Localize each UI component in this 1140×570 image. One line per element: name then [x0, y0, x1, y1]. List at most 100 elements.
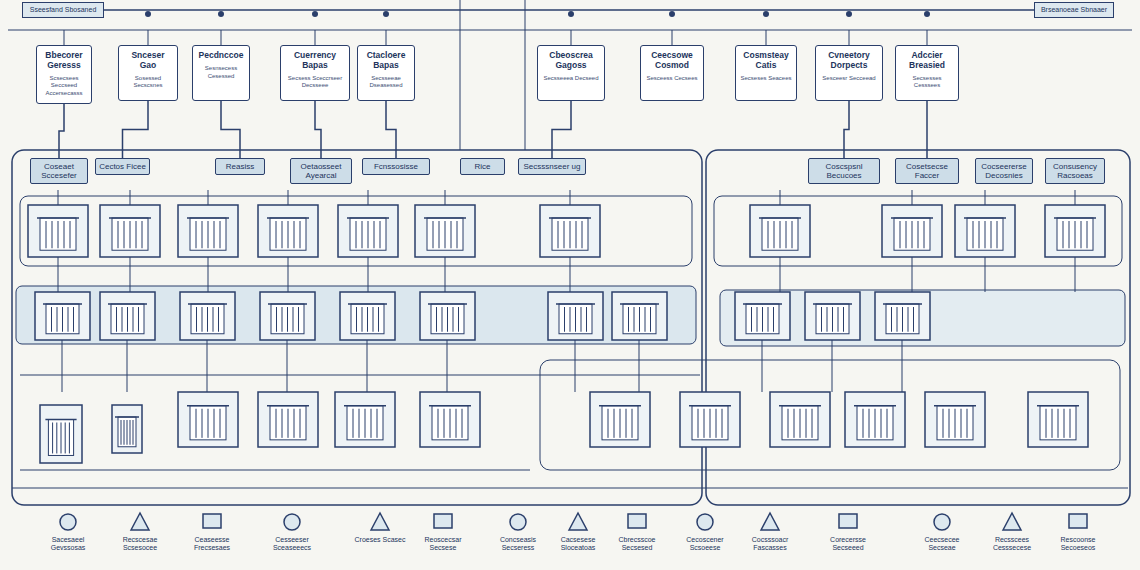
connector	[59, 104, 64, 158]
building-icon	[875, 292, 930, 340]
building-icon	[548, 292, 603, 340]
node-heading: Fcnssosisse	[366, 162, 426, 171]
process-box: Snceser GaoSosessed Secscsnes	[118, 45, 178, 101]
node-body: Scsecsees Seccseed Accersecasss	[41, 75, 87, 98]
icon-caption: Rescoonse Secoeseos	[1047, 536, 1109, 553]
icon-caption: Recscesae Scsesocee	[109, 536, 171, 553]
caption-icon	[761, 513, 779, 530]
node-heading: Ceecsowe Cosmod	[645, 51, 699, 71]
building-icon	[100, 292, 155, 340]
building-icon	[420, 292, 475, 340]
process-box: Cvneetory DorpectsSesceesr Secceead	[815, 45, 883, 101]
category-band: Rice	[460, 158, 505, 175]
node-heading: Coscspsnl Becucoes	[812, 162, 876, 180]
process-box: Ctacloere BapasSecsseeae Dseasessed	[357, 45, 415, 101]
connector	[552, 101, 571, 158]
building-icon	[112, 405, 142, 453]
connector	[123, 101, 149, 158]
building-icon	[420, 392, 480, 447]
node-heading: Cectos Ficee	[99, 162, 146, 171]
row-band	[16, 286, 696, 344]
building-icon	[750, 205, 810, 257]
building-icon	[100, 205, 160, 257]
category-band: Coscspsnl Becucoes	[808, 158, 880, 184]
node-heading: Brseanoeae Sbnaaer	[1039, 6, 1109, 14]
building-icon	[258, 205, 318, 257]
building-icon	[335, 392, 395, 447]
building-icon	[680, 392, 740, 447]
node-heading: Coseaet Sccesefer	[34, 162, 84, 180]
node-heading: Cvneetory Dorpects	[820, 51, 878, 71]
node-heading: Cuerrency Bapas	[285, 51, 345, 71]
building-icon	[40, 405, 82, 463]
building-icon	[955, 205, 1015, 257]
building-icon	[1045, 205, 1105, 257]
caption-icon	[284, 514, 300, 530]
icon-caption: Recsscees Cesssecese	[981, 536, 1043, 553]
node-body: Secsesses Cesssees	[900, 75, 954, 91]
node-body: Secseses Seacees	[740, 75, 792, 83]
caption-icon	[1069, 514, 1087, 528]
node-heading: Reasiss	[219, 162, 261, 171]
caption-icon	[839, 514, 857, 528]
building-icon	[612, 292, 667, 340]
connector	[844, 101, 849, 158]
process-box: PecdnccoeSesnsecess Cesessed	[192, 45, 250, 101]
building-icon	[1028, 392, 1088, 447]
caption-icon	[628, 514, 646, 528]
building-icon	[845, 392, 905, 447]
caption-icon	[1003, 513, 1021, 530]
header-tag: Sseesfand Sbosaned	[22, 2, 104, 18]
icon-caption: Cecoscener Scsoeese	[674, 536, 736, 553]
process-box: Cuerrency BapasSecsess Sceccrseer Decsse…	[280, 45, 350, 101]
icon-caption: Cesseeser Sceaseeecs	[261, 536, 323, 553]
node-heading: Pecdnccoe	[197, 51, 245, 61]
caption-icon	[131, 513, 149, 530]
icon-caption: Ceecsecee Secseae	[911, 536, 973, 553]
node-body: Sesnsecess Cesessed	[197, 65, 245, 81]
process-box: Cosmsteay CatisSecseses Seacees	[735, 45, 797, 101]
node-heading: Consusency Racsoeas	[1049, 162, 1101, 180]
icon-caption: Cbrecsscoe Secsesed	[606, 536, 668, 553]
node-heading: Adccier Breasied	[900, 51, 954, 71]
building-icon	[590, 392, 650, 447]
icon-caption: Ceaseesse Frecsesaes	[181, 536, 243, 553]
process-box: Ceecsowe CosmodSesceess Cecsees	[640, 45, 704, 101]
process-box: Cbeoscrea GagossSecsseeea Decseed	[537, 45, 605, 101]
building-icon	[882, 205, 942, 257]
building-icon	[415, 205, 475, 257]
process-box: Adccier BreasiedSecsesses Cesssees	[895, 45, 959, 101]
node-body: Sesceess Cecsees	[645, 75, 699, 83]
node-heading: Rice	[464, 162, 501, 171]
caption-icon	[510, 514, 526, 530]
building-icon	[180, 292, 235, 340]
building-icon	[28, 205, 88, 257]
icon-caption: Concseasis Secseress	[487, 536, 549, 553]
icon-caption: Corecersse Secseeed	[817, 536, 879, 553]
building-icon	[540, 205, 600, 257]
node-heading: Cosetsecse Faccer	[899, 162, 955, 180]
connector	[926, 101, 928, 158]
category-band: Cectos Ficee	[95, 158, 150, 175]
caption-icon	[434, 514, 452, 528]
node-heading: Secsssnseer ug	[522, 162, 582, 171]
category-band: Secsssnseer ug	[518, 158, 586, 175]
caption-icon	[60, 514, 76, 530]
category-band: Cosetsecse Faccer	[895, 158, 959, 184]
icon-caption: Cacsesese Sloceatoas	[547, 536, 609, 553]
icon-caption: Croeses Scasec	[349, 536, 411, 544]
node-heading: Snceser Gao	[123, 51, 173, 71]
node-heading: Oetaosseet Ayearcal	[294, 162, 348, 180]
connector	[315, 101, 321, 158]
building-icon	[178, 205, 238, 257]
connector	[386, 101, 396, 158]
node-heading: Cbeoscrea Gagoss	[542, 51, 600, 71]
node-body: Secsseeae Dseasessed	[362, 75, 410, 91]
building-icon	[35, 292, 90, 340]
node-heading: Bbecorer Geresss	[41, 51, 87, 71]
building-icon	[260, 292, 315, 340]
icon-caption: Cocsssoacr Fascasses	[739, 536, 801, 553]
category-band: Oetaosseet Ayearcal	[290, 158, 352, 184]
building-icon	[338, 205, 398, 257]
